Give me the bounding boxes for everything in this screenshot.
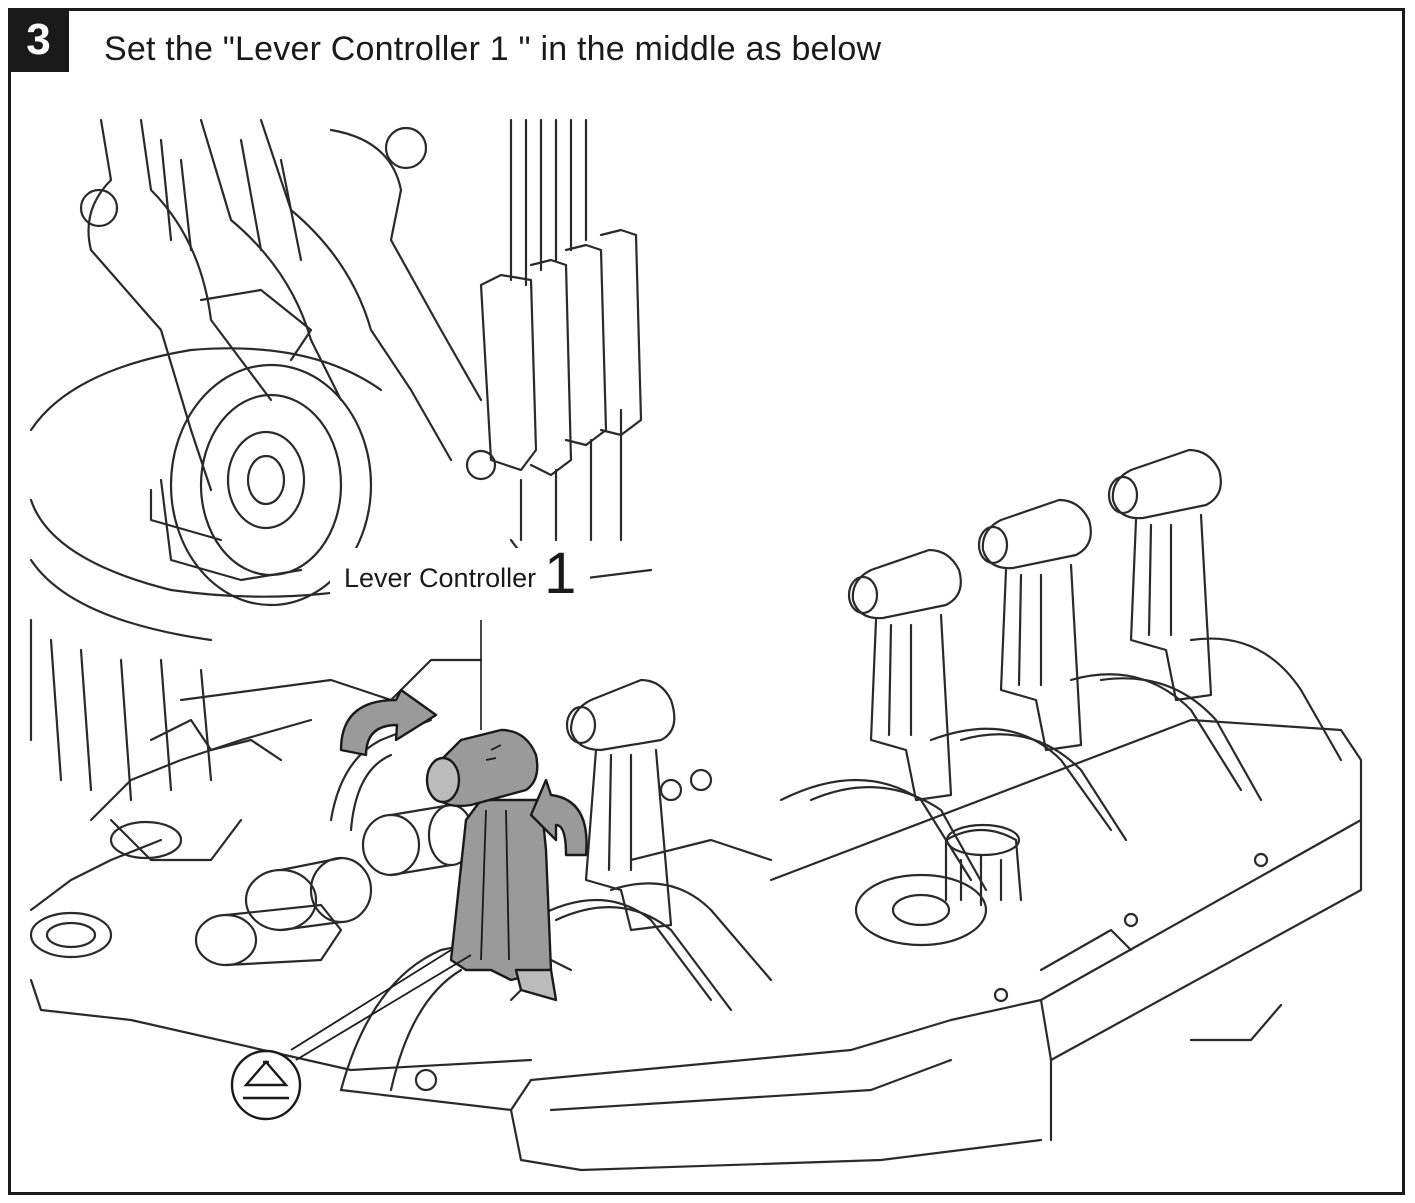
lever-channel-arcs [529,637,1343,1012]
front-lever-housing [339,945,1043,1172]
wheel-hub [149,363,373,607]
step-number-badge: 3 [8,8,69,72]
lever-controller-1 [425,728,558,1002]
upper-arm-structure [79,118,483,492]
step-title: Set the "Lever Controller 1 " in the mid… [104,30,882,68]
cable-harness [465,118,653,582]
lever-controller-callout: Lever Controller 1 [330,541,591,606]
background-lever-5 [1107,448,1222,702]
assembly-illustration [29,118,1363,1172]
right-base-plate [769,718,1363,1142]
background-lever-4 [977,498,1092,752]
background-lever-3 [847,548,962,802]
triangle-over-line-icon [230,1049,302,1121]
motor-cylinders [194,718,475,967]
step-frame [8,8,1405,1195]
callout-label: Lever Controller [344,563,537,593]
rotary-knob [854,823,1023,947]
callout-number: 1 [544,541,577,606]
background-lever-2 [565,678,676,932]
indicator-leader-lines [290,949,472,1061]
rotate-arrow-icon [339,688,438,757]
rotate-arrow-icon [529,778,588,857]
